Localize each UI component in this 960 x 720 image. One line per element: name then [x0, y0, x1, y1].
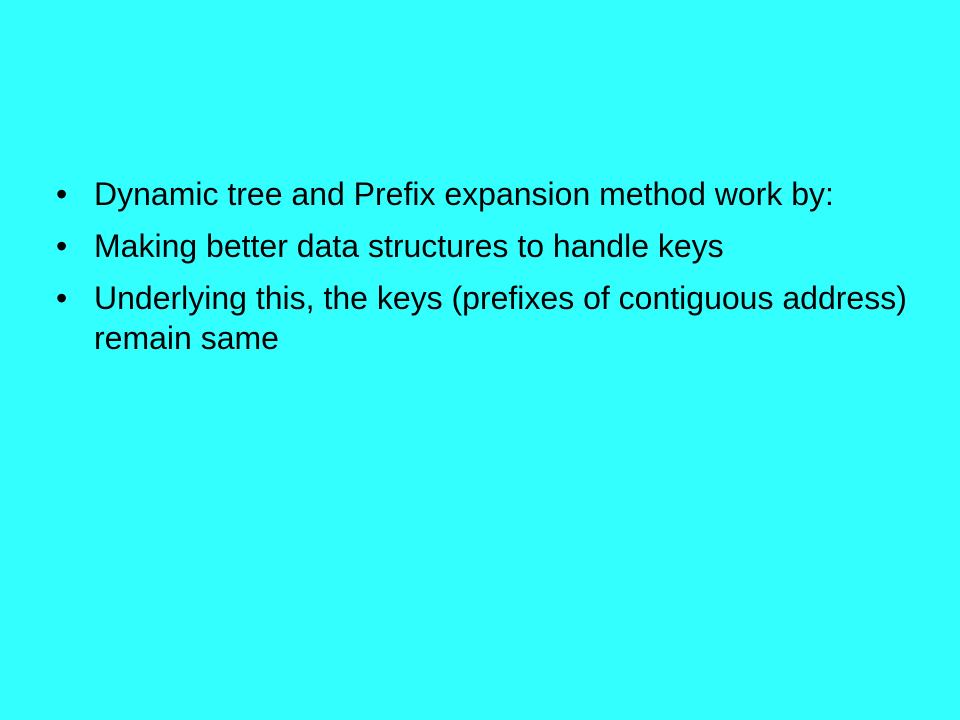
- bullet-text: Underlying this, the keys (prefixes of c…: [94, 280, 907, 356]
- bullet-icon: •: [56, 280, 68, 316]
- bullet-item: • Underlying this, the keys (prefixes of…: [56, 278, 916, 358]
- bullet-icon: •: [56, 228, 68, 264]
- bullet-list: • Dynamic tree and Prefix expansion meth…: [56, 174, 916, 370]
- bullet-text: Dynamic tree and Prefix expansion method…: [94, 176, 834, 212]
- bullet-icon: •: [56, 176, 68, 212]
- bullet-item: • Dynamic tree and Prefix expansion meth…: [56, 174, 916, 214]
- bullet-item: • Making better data structures to handl…: [56, 226, 916, 266]
- bullet-text: Making better data structures to handle …: [94, 228, 724, 264]
